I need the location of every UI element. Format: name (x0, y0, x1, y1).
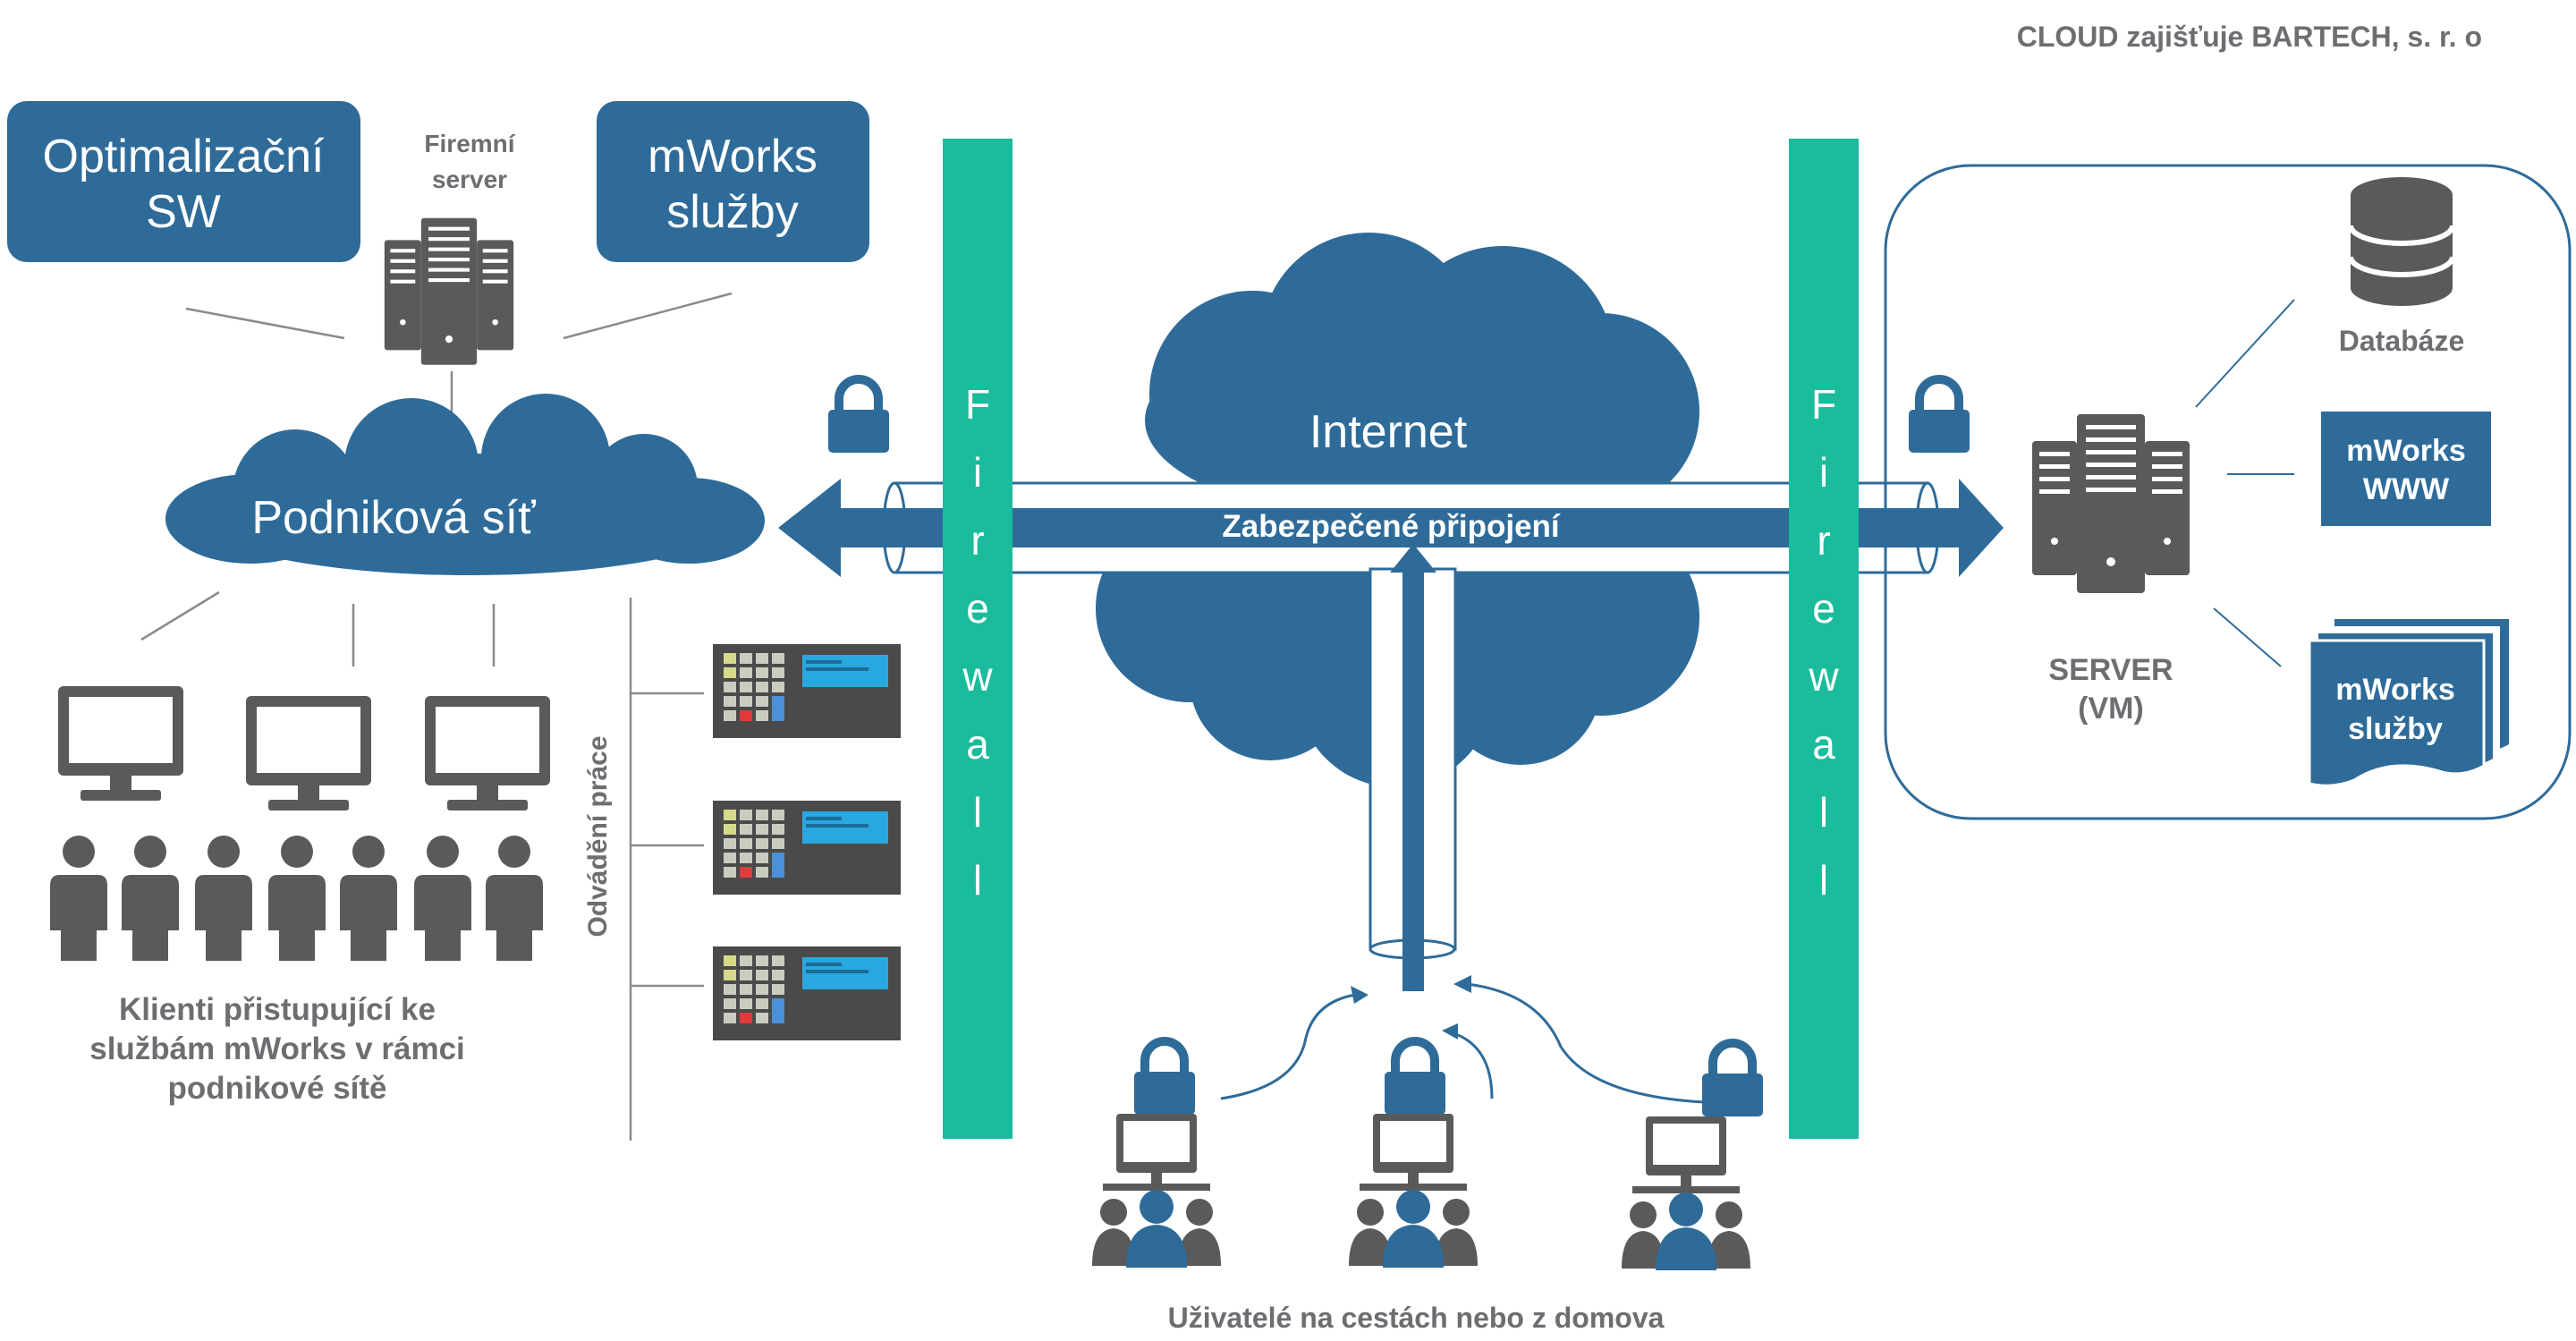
mworks-services-cloud-line2: služby (2348, 712, 2443, 746)
arrow-right-icon (1959, 479, 2004, 577)
cloud-server-label-line1: SERVER (2048, 653, 2173, 687)
firewall-letter: r (970, 517, 984, 564)
client-person-4 (268, 836, 326, 961)
arrow-head-icon (1453, 975, 1471, 993)
corporate-network-label: Podniková síť (251, 492, 536, 544)
mworks-services-line1: mWorks (648, 131, 818, 182)
client-person-3 (195, 836, 252, 961)
remote-users-caption: Uživatelé na cestách nebo z domova (1168, 1302, 1665, 1334)
client-person-5 (340, 836, 397, 961)
cloud-provider-note: CLOUD zajišťuje BARTECH, s. r. o (2017, 21, 2482, 53)
mworks-services-box[interactable]: mWorks služby (597, 101, 869, 262)
client-monitor-2[interactable] (246, 696, 371, 811)
firewall-letter: F (965, 381, 990, 428)
client-person-1 (50, 836, 107, 961)
remote-user-2[interactable] (1349, 1114, 1478, 1268)
firewall-letter: r (1817, 517, 1830, 564)
cloud-server-label-line2: (VM) (2078, 692, 2144, 726)
remote-user-1[interactable] (1092, 1114, 1221, 1268)
firewall-letter: w (962, 653, 993, 700)
padlock-icon (828, 379, 889, 453)
firewall-letter: i (973, 449, 982, 496)
firewall-letter: i (1819, 449, 1828, 496)
mworks-www-line1: mWorks (2346, 434, 2466, 468)
client-person-2 (122, 836, 179, 961)
arrow-up-icon (1390, 544, 1436, 573)
cloud-frame (1884, 164, 2572, 820)
client-person-6 (414, 836, 471, 961)
clients-caption-line1: Klienti přistupující ke (119, 992, 436, 1027)
corporate-network-cloud[interactable]: Podniková síť (165, 394, 765, 575)
work-terminal-2[interactable] (713, 801, 901, 895)
connector-lines-left (140, 292, 733, 1141)
arrow-head-icon (1351, 986, 1368, 1004)
padlock-icon (1909, 379, 1970, 453)
internet-label: Internet (1309, 406, 1468, 458)
cloud-server-icon[interactable] (2032, 414, 2190, 593)
mworks-services-line2: služby (666, 186, 798, 238)
remote-tunnel (1368, 544, 1457, 991)
firewall-letter: l (973, 789, 982, 836)
firewall-letter: a (966, 721, 989, 768)
optimization-sw-line2: SW (146, 186, 221, 238)
padlock-icon (1702, 1043, 1763, 1116)
padlock-icon (1385, 1041, 1445, 1115)
work-reporting-label: Odvádění práce (583, 735, 613, 937)
firewall-letter: e (966, 585, 989, 632)
optimization-sw-box[interactable]: Optimalizační SW (7, 101, 360, 262)
client-monitor-1[interactable] (58, 686, 183, 801)
firewall-letter: l (1819, 789, 1828, 836)
mworks-www-box[interactable]: mWorks WWW (2321, 412, 2491, 526)
database-label: Databáze (2339, 325, 2465, 357)
optimization-sw-line1: Optimalizační (43, 131, 326, 182)
firewall-letter: e (1812, 585, 1835, 632)
mworks-services-cloud-box[interactable]: mWorks služby (2308, 619, 2509, 787)
database-icon[interactable] (2348, 177, 2455, 306)
firewall-letter: l (973, 857, 982, 904)
company-server-label-line1: Firemní (424, 130, 515, 157)
mworks-services-cloud-line1: mWorks (2335, 673, 2455, 707)
firewall-letter: F (1811, 381, 1836, 428)
mworks-www-line2: WWW (2363, 472, 2450, 506)
work-terminal-1[interactable] (713, 644, 901, 738)
firewall-letter: w (1808, 653, 1839, 700)
arrow-head-icon (1442, 1023, 1458, 1040)
remote-arrows (1220, 982, 1705, 1104)
remote-user-3[interactable] (1622, 1116, 1750, 1270)
clients-caption-line3: podnikové sítě (167, 1071, 386, 1106)
cloud-connector-lines (2195, 299, 2295, 667)
firewall-letter: a (1812, 721, 1835, 768)
padlock-icon (1134, 1041, 1195, 1115)
clients-caption-line2: službám mWorks v rámci (89, 1031, 465, 1066)
client-monitor-3[interactable] (425, 696, 550, 811)
arrow-left-icon (778, 479, 841, 577)
company-server-label-line2: server (432, 166, 507, 193)
client-person-7 (486, 836, 543, 961)
firewall-letter: l (1819, 857, 1828, 904)
secure-connection-label: Zabezpečené připojení (1222, 509, 1561, 544)
company-server-icon[interactable] (384, 217, 514, 365)
work-terminal-3[interactable] (713, 946, 901, 1040)
